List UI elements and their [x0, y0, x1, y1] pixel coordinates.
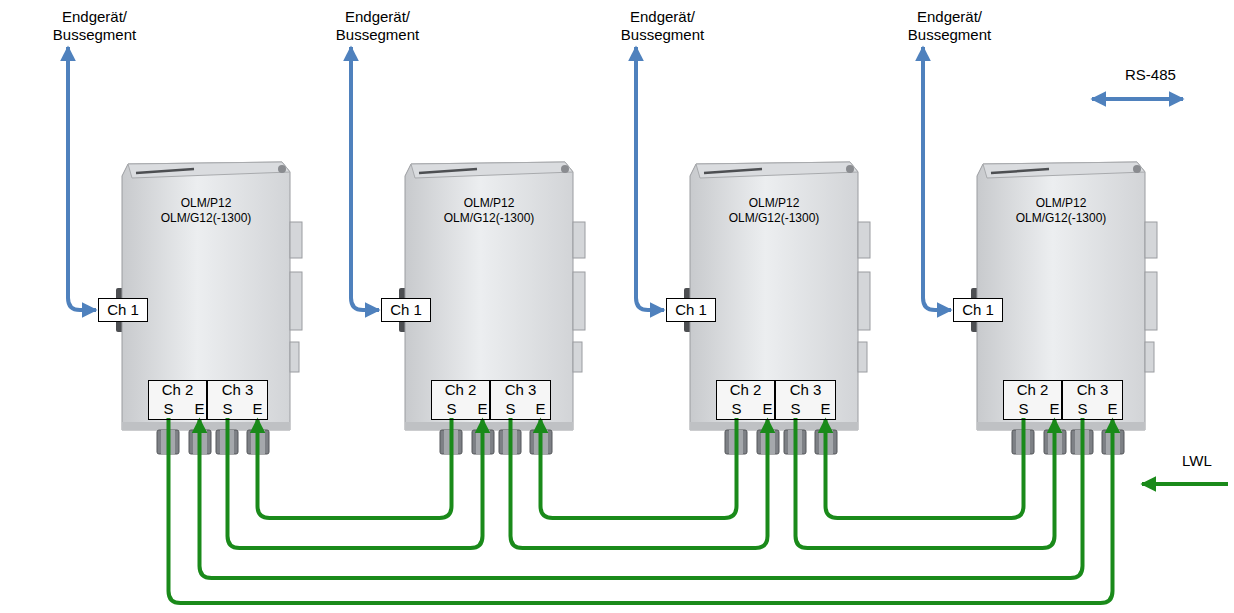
port-label: S	[160, 400, 177, 418]
legend-text: LWL	[1182, 452, 1212, 470]
port-label: S	[219, 400, 236, 418]
channel-box: Ch 3S E	[490, 380, 551, 420]
channel-text: Ch 2	[1017, 381, 1049, 399]
device-type: OLM/G12(-1300)	[444, 211, 535, 226]
olm-device: OLM/P12OLM/G12(-1300)Ch 1Ch 2SECh 3SE	[122, 160, 290, 430]
endpoint-label: Endgerät/ Bussegment	[315, 8, 440, 44]
channel-box: Ch 1	[666, 298, 716, 322]
port-label: S	[787, 400, 804, 418]
channel-text: Ch 3	[1077, 381, 1109, 399]
device-type: OLM/G12(-1300)	[161, 211, 252, 226]
channel-box: Ch 1	[381, 298, 431, 322]
port-label: S	[502, 400, 519, 418]
fiber-link	[826, 418, 1024, 518]
fiber-link	[796, 418, 1055, 548]
port-label: E	[1046, 400, 1063, 418]
channel-box: Ch 3S E	[207, 380, 268, 420]
endpoint-text: Endgerät/ Bussegment	[887, 8, 1012, 44]
fiber-link	[541, 418, 737, 518]
port-label: E	[532, 400, 549, 418]
port-label: E	[817, 400, 834, 418]
legend-lwl-sample	[1142, 482, 1228, 486]
endpoint-label: Endgerät/ Bussegment	[887, 8, 1012, 44]
channel-text: Ch 2	[730, 381, 762, 399]
channel-text: E	[477, 400, 487, 418]
channel-text: S	[505, 400, 515, 418]
legend-text: RS-485	[1125, 66, 1176, 84]
channel-text: Ch 3	[222, 381, 254, 399]
device-type: OLM/G12(-1300)	[729, 211, 820, 226]
channel-box: Ch 2S E	[431, 380, 490, 420]
channel-text: S	[790, 400, 800, 418]
channel-text: E	[1049, 400, 1059, 418]
endpoint-text: Endgerät/ Bussegment	[600, 8, 725, 44]
channel-text: E	[194, 400, 204, 418]
channel-text: Ch 2	[162, 381, 194, 399]
port-label: S	[443, 400, 460, 418]
endpoint-text: Endgerät/ Bussegment	[32, 8, 157, 44]
channel-text: E	[762, 400, 772, 418]
fiber-link	[228, 418, 483, 548]
channel-text: Ch 2	[445, 381, 477, 399]
port-label: E	[191, 400, 208, 418]
channel-text: S	[446, 400, 456, 418]
channel-text: E	[252, 400, 262, 418]
endpoint-label: Endgerät/ Bussegment	[600, 8, 725, 44]
port-label: E	[1104, 400, 1121, 418]
port-label: S	[728, 400, 745, 418]
channel-text: Ch 1	[107, 299, 139, 321]
channel-text: S	[163, 400, 173, 418]
channel-text: Ch 1	[390, 299, 422, 321]
channel-text: Ch 1	[962, 299, 994, 321]
device-type: OLM/P12	[749, 196, 800, 211]
channel-box: Ch 3S E	[1062, 380, 1123, 420]
channel-text: S	[222, 400, 232, 418]
device-type: OLM/P12	[1036, 196, 1087, 211]
channel-text: Ch 3	[505, 381, 537, 399]
channel-text: Ch 1	[675, 299, 707, 321]
rs485-link	[68, 47, 96, 310]
fiber-link	[511, 418, 768, 548]
channel-box: Ch 2S E	[716, 380, 775, 420]
channel-text: E	[1107, 400, 1117, 418]
channel-box: Ch 1	[98, 298, 148, 322]
fiber-link	[258, 418, 452, 518]
legend-rs485-sample	[1092, 97, 1183, 101]
channel-box: Ch 2S E	[1003, 380, 1062, 420]
port-label: E	[759, 400, 776, 418]
fiber-link	[169, 418, 1113, 603]
olm-device: OLM/P12OLM/G12(-1300)Ch 1Ch 2SECh 3SE	[405, 160, 573, 430]
channel-text: E	[820, 400, 830, 418]
channel-box: Ch 1	[953, 298, 1003, 322]
device-type: OLM/P12	[181, 196, 232, 211]
port-label: E	[474, 400, 491, 418]
channel-text: E	[535, 400, 545, 418]
channel-text: S	[731, 400, 741, 418]
olm-device: OLM/P12OLM/G12(-1300)Ch 1Ch 2SECh 3SE	[977, 160, 1145, 430]
port-label: S	[1015, 400, 1032, 418]
rs485-link	[636, 47, 664, 310]
device-type: OLM/G12(-1300)	[1016, 211, 1107, 226]
device-type: OLM/P12	[464, 196, 515, 211]
endpoint-label: Endgerät/ Bussegment	[32, 8, 157, 44]
rs485-link	[923, 47, 951, 310]
port-label: S	[1074, 400, 1091, 418]
endpoint-text: Endgerät/ Bussegment	[315, 8, 440, 44]
channel-box: Ch 2S E	[148, 380, 207, 420]
channel-text: Ch 3	[790, 381, 822, 399]
channel-text: S	[1077, 400, 1087, 418]
rs485-link	[351, 47, 379, 310]
channel-box: Ch 3S E	[775, 380, 836, 420]
fiber-link	[200, 418, 1083, 578]
channel-text: S	[1018, 400, 1028, 418]
port-label: E	[249, 400, 266, 418]
olm-device: OLM/P12OLM/G12(-1300)Ch 1Ch 2SECh 3SE	[690, 160, 858, 430]
